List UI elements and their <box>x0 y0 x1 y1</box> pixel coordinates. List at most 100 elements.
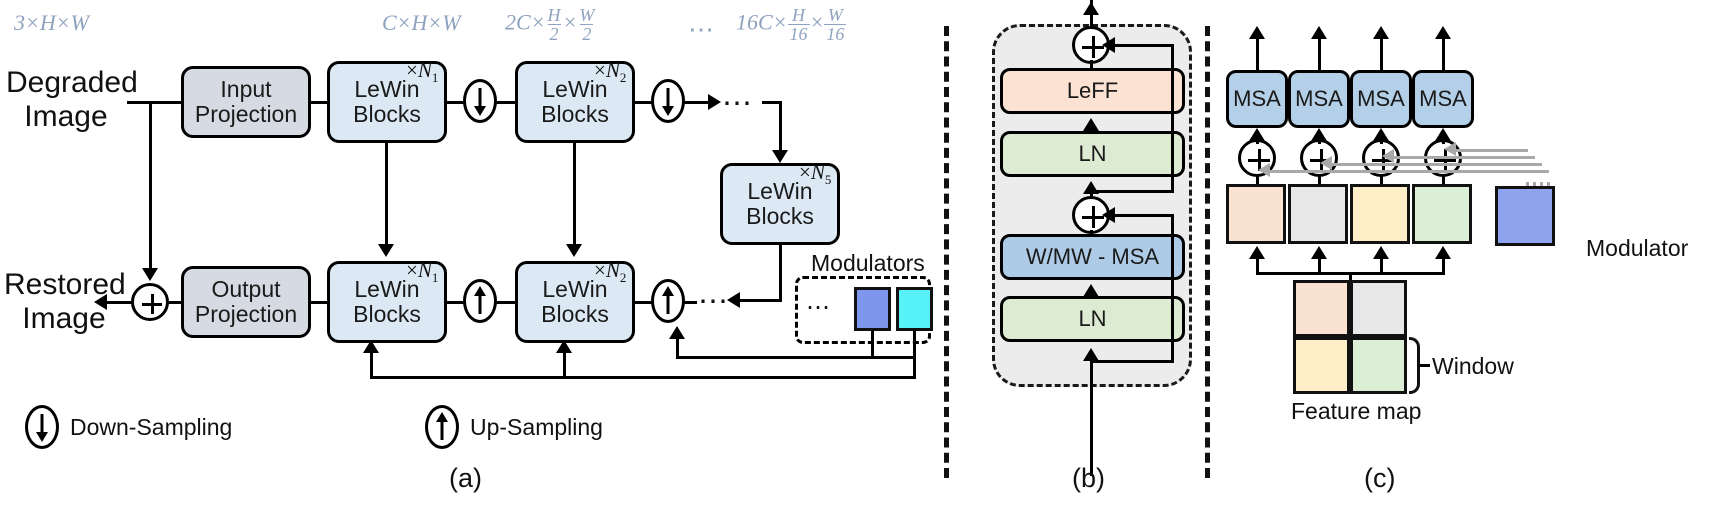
msa-block-3[interactable]: MSA <box>1350 70 1412 128</box>
msa-out-arrowhead-4 <box>1435 26 1451 39</box>
input-projection-line2: Projection <box>194 101 298 127</box>
add3-to-msa3-arrowhead <box>1373 128 1389 141</box>
lewin-bottleneck-line2: Blocks <box>746 203 814 229</box>
up-sampling-node-1[interactable] <box>463 279 497 323</box>
lewin-enc2-repeat: ×N2 <box>594 58 627 86</box>
enc2-to-down2-wire <box>632 101 654 104</box>
msa-out-wire-2 <box>1318 30 1321 70</box>
feature-map-cell-bottom-left <box>1293 337 1350 394</box>
mod-gray-arrowhead-4 <box>1444 142 1456 156</box>
up-arrow-icon <box>474 286 486 314</box>
leff-block[interactable]: LeFF <box>1000 68 1185 114</box>
lntop-to-leff-arrowhead <box>1083 118 1099 131</box>
bus-to-token2-wire <box>1318 252 1321 274</box>
down-arrow-icon <box>474 88 486 116</box>
panelb-output-wire <box>1090 0 1093 36</box>
lewin-bottleneck-line1: LeWin <box>747 178 813 205</box>
up2-right-wire <box>683 301 697 304</box>
to-bottleneck-wire-v <box>779 101 782 153</box>
output-projection-line2: Projection <box>194 301 298 327</box>
lewin-enc1-line2: Blocks <box>353 101 421 127</box>
mod-bus-arrow-bottleneck <box>669 326 685 339</box>
bottleneck-out-arrowhead <box>727 292 740 308</box>
wmw-msa-block[interactable]: W/MW - MSA <box>1000 234 1185 280</box>
mod-bus-riser-dec2 <box>563 346 566 378</box>
add4-to-msa4-arrowhead <box>1435 128 1451 141</box>
leff-label: LeFF <box>1066 78 1119 103</box>
modulator-swatch-1[interactable] <box>854 287 891 331</box>
outproj-to-sum-wire <box>166 301 184 304</box>
window-token-3[interactable] <box>1350 184 1410 244</box>
window-token-2[interactable] <box>1288 184 1348 244</box>
restored-image-label: Restored Image <box>4 268 126 335</box>
mod-gray-line-3 <box>1390 156 1535 159</box>
legend-up-sampling-icon <box>425 405 459 449</box>
dim-bn-num2: W <box>827 5 843 25</box>
token2-to-add2-wire <box>1318 176 1321 184</box>
top-residual-branch-v <box>1171 44 1174 192</box>
bottom-residual-into-add <box>1110 214 1172 217</box>
lewin-dec2-line1: LeWin <box>542 276 608 303</box>
wmw-msa-label: W/MW - MSA <box>1025 244 1160 269</box>
modulator-swatch-2[interactable] <box>896 287 933 331</box>
panelb-input-arrowhead <box>1083 348 1099 361</box>
modulator-square[interactable] <box>1495 186 1555 246</box>
dim-label-input: 3×H×W <box>14 10 89 35</box>
msa-block-1[interactable]: MSA <box>1226 70 1288 128</box>
dim-stage2-den1: 2 <box>547 24 561 44</box>
bus-to-token4-wire <box>1442 252 1445 274</box>
ln-top-block[interactable]: LN <box>1000 131 1185 177</box>
bottleneck-out-wire-v <box>779 243 782 302</box>
lewin-dec1-repeat: ×N1 <box>406 258 439 286</box>
enc1-to-down1-wire <box>444 101 466 104</box>
mod1-feed-v <box>871 330 874 358</box>
lewin-enc1-repeat: ×N1 <box>406 58 439 86</box>
msa-label-3: MSA <box>1357 86 1405 112</box>
feature-map-cell-bottom-right <box>1350 337 1407 394</box>
dec1-to-outproj-wire <box>308 301 330 304</box>
feature-map-label: Feature map <box>1291 398 1422 424</box>
bottom-residual-branch-h <box>1090 360 1174 363</box>
down-sampling-node-1[interactable] <box>463 79 497 123</box>
window-token-1[interactable] <box>1226 184 1286 244</box>
modulator-label: Modulator <box>1586 235 1689 261</box>
dim-bn-den1: 16 <box>787 24 810 44</box>
mod2-feed-v <box>913 330 916 378</box>
panel-a-caption: (a) <box>449 463 482 493</box>
msa-block-2[interactable]: MSA <box>1288 70 1350 128</box>
to-bottleneck-wire-h <box>762 101 782 104</box>
add2-to-msa2-arrowhead <box>1311 128 1327 141</box>
skip-enc2-dec2-arrowhead <box>566 244 582 257</box>
bus-to-token3-wire <box>1380 252 1383 274</box>
mod-gray-line-2 <box>1328 163 1542 166</box>
up-sampling-node-2[interactable] <box>651 279 685 323</box>
bottleneck-out-wire-h <box>737 299 781 302</box>
msa-block-4[interactable]: MSA <box>1412 70 1474 128</box>
up2-left-wire <box>632 301 654 304</box>
panelb-input-wire <box>1090 354 1093 476</box>
dim-bn-num1: H <box>792 5 806 25</box>
inproj-to-enc1-wire <box>308 101 330 104</box>
down-sampling-node-2[interactable] <box>651 79 685 123</box>
feature-map-cell-top-right <box>1350 280 1407 337</box>
mod-gray-arrowhead-3 <box>1382 149 1394 163</box>
panelc-add-1 <box>1238 139 1276 177</box>
feature-map-cell-top-left <box>1293 280 1350 337</box>
up1-left-wire <box>444 301 466 304</box>
msa-out-wire-3 <box>1380 30 1383 70</box>
to-bottleneck-arrowhead <box>772 150 788 163</box>
input-projection-block[interactable]: Input Projection <box>181 66 311 138</box>
lewin-bottleneck[interactable]: LeWin Blocks <box>720 163 840 245</box>
token1-to-add1-wire <box>1256 176 1259 184</box>
panel-divider-ab <box>944 26 949 478</box>
ln-bottom-block[interactable]: LN <box>1000 296 1185 342</box>
window-token-4[interactable] <box>1412 184 1472 244</box>
dim-bn-den2: 16 <box>824 24 847 44</box>
mod-bus-arrow-dec2 <box>556 340 572 353</box>
restored-image-line2: Image <box>22 301 106 335</box>
window-brace <box>1409 337 1420 394</box>
output-projection-block[interactable]: Output Projection <box>181 266 311 338</box>
down2-out-arrowhead <box>708 94 721 110</box>
lewin-decoder-2[interactable]: LeWin Blocks <box>515 261 635 343</box>
msa-label-1: MSA <box>1233 86 1281 112</box>
